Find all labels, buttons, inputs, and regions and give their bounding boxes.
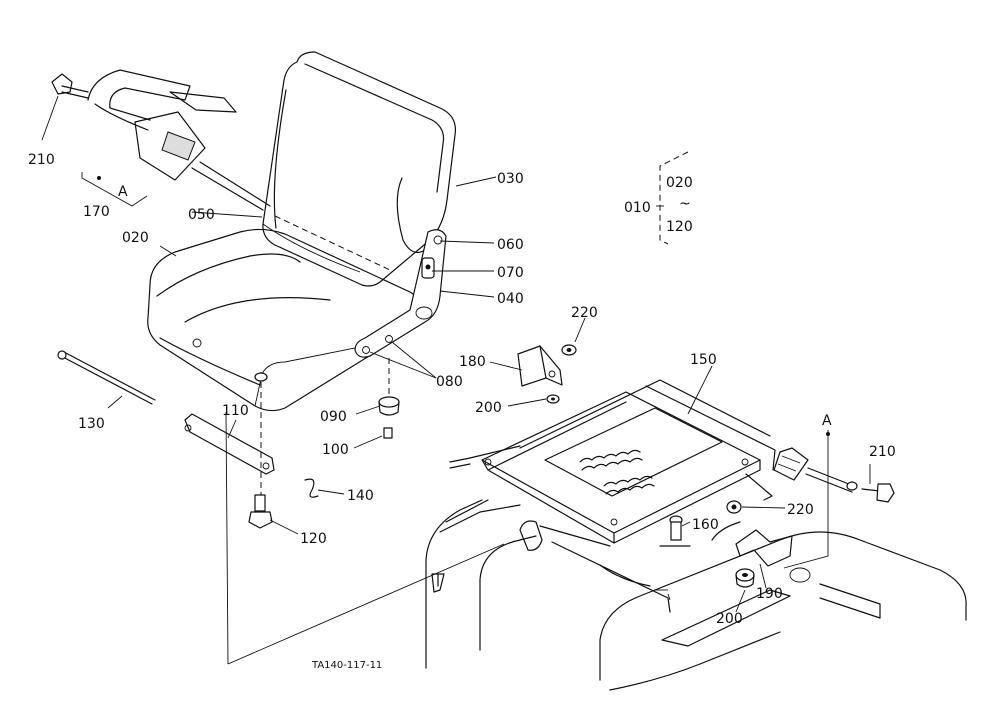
- bolt-210-right: [861, 483, 895, 503]
- label-020: 020: [122, 230, 149, 246]
- leader-lines: [41, 95, 871, 613]
- label-070: 070: [497, 265, 524, 281]
- side-plate: [184, 413, 275, 475]
- label-040: 040: [497, 291, 524, 307]
- nut-220-top: [561, 344, 577, 356]
- adjust-knob: [519, 520, 543, 551]
- buckle-right: [773, 430, 858, 569]
- leader-rod-down: [225, 411, 229, 665]
- flange-nut: [248, 494, 273, 529]
- range-tilde: ~: [679, 196, 691, 212]
- label-160: 160: [692, 517, 719, 533]
- label-200-bottom: 200: [716, 611, 743, 627]
- label-130: 130: [78, 416, 105, 432]
- label-190: 190: [756, 586, 783, 602]
- tractor-fender-outline: [425, 499, 967, 691]
- seat-backrest: [262, 51, 457, 287]
- label-210: 210: [28, 152, 55, 168]
- label-080: 080: [436, 374, 463, 390]
- label-140: 140: [347, 488, 374, 504]
- pad-200-top: [546, 394, 560, 404]
- label-120-range: 120: [666, 219, 693, 235]
- seat-slide-assembly: [449, 379, 776, 547]
- drawing-code: TA140-117-11: [311, 660, 382, 671]
- label-110: 110: [222, 403, 249, 419]
- label-150: 150: [690, 352, 717, 368]
- leader-rod-diagonal: [227, 543, 505, 665]
- detail-a-bracket: [81, 172, 148, 207]
- label-170: 170: [83, 204, 110, 220]
- rubber-pad: [378, 358, 400, 439]
- nut-220-right: [726, 500, 742, 514]
- hole-marker: [254, 372, 268, 382]
- label-120: 120: [300, 531, 327, 547]
- part-labels: 210 A 170 050 020 030 060 070 040 080 09…: [28, 152, 896, 671]
- seat-belt: [51, 69, 271, 211]
- label-200-top: 200: [475, 400, 502, 416]
- label-a-right: A: [822, 413, 832, 429]
- clip-140: [304, 478, 319, 498]
- label-010: 010: [624, 200, 651, 216]
- label-180: 180: [459, 354, 486, 370]
- seat-cushion: [147, 228, 422, 412]
- bolt-160: [659, 515, 691, 547]
- label-060: 060: [497, 237, 524, 253]
- label-220-right: 220: [787, 502, 814, 518]
- pad-200-bottom: [735, 568, 755, 588]
- label-050: 050: [188, 207, 215, 223]
- assembly-bracket-010: [656, 151, 689, 245]
- label-030: 030: [497, 171, 524, 187]
- bracket-180: [517, 345, 563, 387]
- label-220-top: 220: [571, 305, 598, 321]
- recliner-bracket: [354, 229, 447, 358]
- bracket-190: [735, 529, 793, 567]
- label-100: 100: [322, 442, 349, 458]
- suspension-springs: [579, 449, 655, 495]
- label-210-right: 210: [869, 444, 896, 460]
- label-020-range: 020: [666, 175, 693, 191]
- label-090: 090: [320, 409, 347, 425]
- label-a: A: [118, 184, 128, 200]
- adjust-rod: [57, 350, 156, 405]
